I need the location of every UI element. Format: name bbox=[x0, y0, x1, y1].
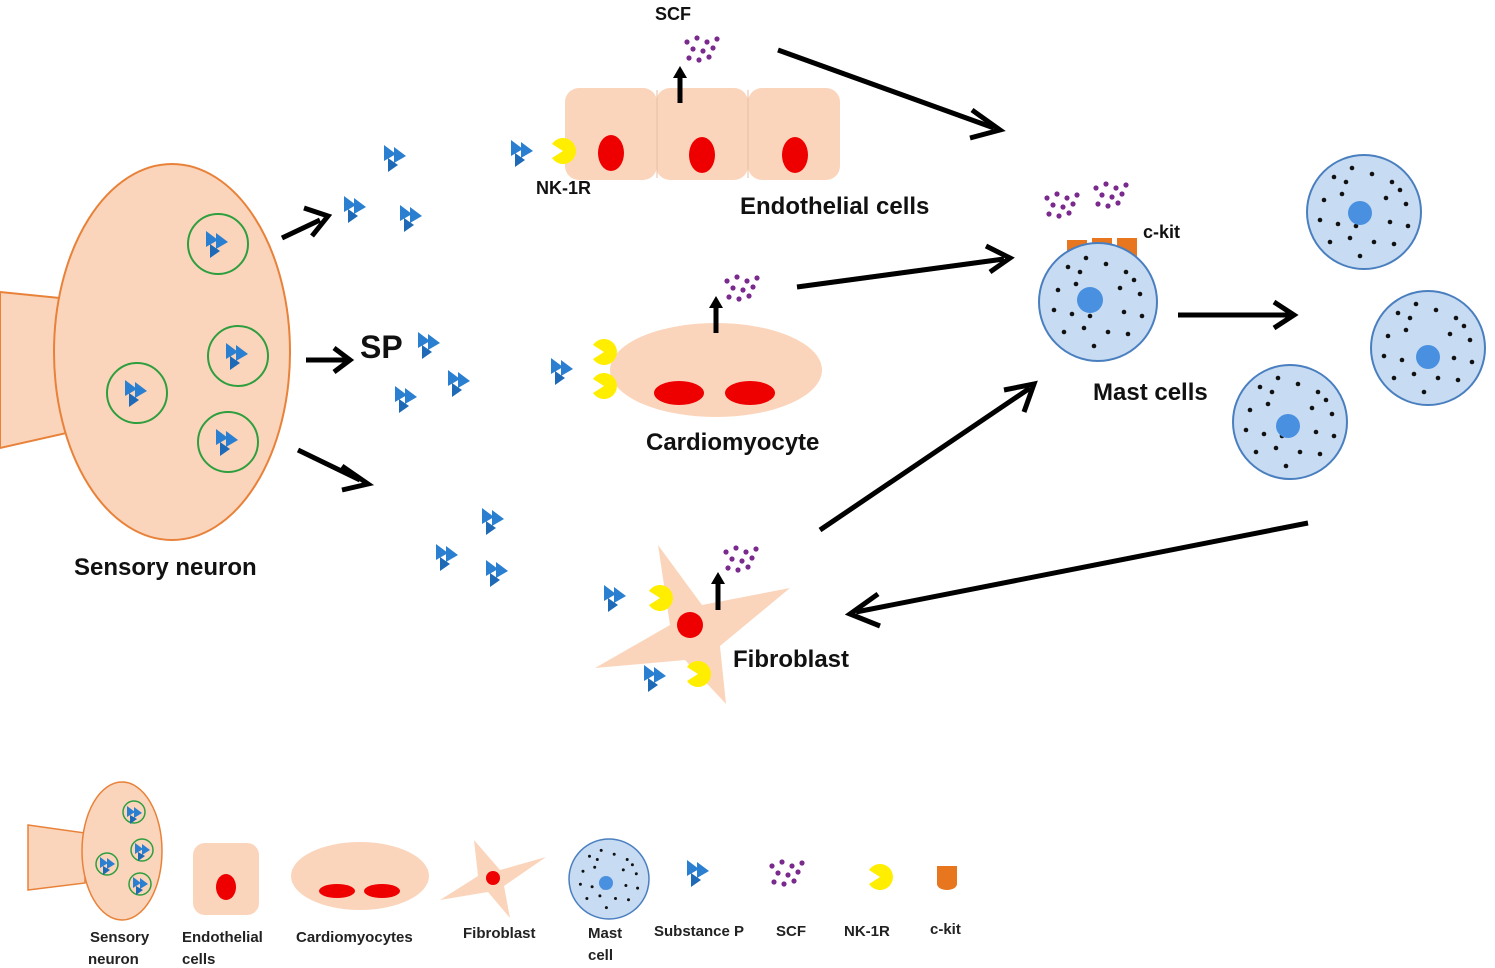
arrow-icon bbox=[1178, 299, 1299, 331]
arrow-icon bbox=[296, 447, 375, 493]
fibroblast-label: Fibroblast bbox=[733, 646, 849, 673]
legend-cardiomyocytes-label: Cardiomyocytes bbox=[296, 929, 413, 946]
mast-cell bbox=[1306, 154, 1422, 270]
substance-p-icon bbox=[344, 145, 508, 587]
vesicle bbox=[106, 362, 168, 424]
legend-mast-label-1: Mast bbox=[588, 925, 622, 942]
scf-icon bbox=[684, 35, 720, 63]
arrow-icon bbox=[673, 66, 687, 103]
mast-cell bbox=[1232, 364, 1348, 480]
scf-icon bbox=[724, 274, 760, 302]
arrow-icon bbox=[306, 346, 355, 374]
scf-icon bbox=[1044, 181, 1129, 219]
sensory-neuron-label: Sensory neuron bbox=[74, 554, 257, 581]
mast-cell bbox=[1038, 242, 1158, 362]
scf-icon bbox=[723, 545, 759, 573]
mast-cell bbox=[1370, 290, 1486, 406]
nk1r-label: NK-1R bbox=[536, 178, 591, 198]
legend-mast-label-2: cell bbox=[588, 947, 613, 964]
fibroblast bbox=[595, 545, 790, 704]
cardiomyocyte-label: Cardiomyocyte bbox=[646, 429, 819, 456]
legend-scf-label: SCF bbox=[776, 923, 806, 940]
sensory-neuron bbox=[0, 163, 291, 541]
legend-sensory-neuron-icon bbox=[27, 781, 163, 921]
legend-sensory-label-1: Sensory bbox=[90, 929, 150, 946]
legend-endothelial-icon bbox=[193, 843, 259, 915]
legend-substance-p-label: Substance P bbox=[654, 923, 744, 940]
legend-cardiomyocyte-icon bbox=[291, 842, 429, 910]
legend: Sensory neuron Endothelial cells Cardiom… bbox=[27, 781, 961, 968]
ckit-label: c-kit bbox=[1143, 222, 1180, 242]
substance-p-icon bbox=[511, 140, 533, 167]
endothelial-cells bbox=[565, 88, 840, 180]
scf-label: SCF bbox=[655, 4, 691, 24]
vesicle bbox=[187, 213, 249, 275]
arrow-icon bbox=[280, 205, 333, 241]
ckit-icon bbox=[937, 866, 957, 890]
substance-p-icon bbox=[687, 860, 709, 887]
legend-mast-cell-icon bbox=[568, 838, 650, 920]
sp-label: SP bbox=[360, 329, 403, 365]
endothelial-label: Endothelial cells bbox=[740, 193, 929, 220]
arrow-icon bbox=[711, 572, 725, 610]
legend-endothelial-label-2: cells bbox=[182, 951, 215, 968]
arrow-icon bbox=[709, 296, 723, 333]
cardiomyocyte bbox=[610, 323, 822, 417]
legend-nk1r-label: NK-1R bbox=[844, 923, 890, 940]
nk1r-icon bbox=[869, 863, 893, 890]
vesicle bbox=[207, 325, 269, 387]
substance-p-icon bbox=[551, 358, 573, 385]
legend-fibroblast-icon bbox=[440, 840, 546, 918]
arrow-icon bbox=[844, 520, 1309, 629]
legend-fibroblast-label: Fibroblast bbox=[463, 925, 536, 942]
legend-endothelial-label-1: Endothelial bbox=[182, 929, 263, 946]
legend-sensory-label-2: neuron bbox=[88, 951, 139, 968]
scf-icon bbox=[769, 859, 805, 887]
arrow-icon bbox=[777, 47, 1006, 141]
arrow-icon bbox=[796, 243, 1015, 290]
mast-cells-label: Mast cells bbox=[1093, 379, 1208, 406]
legend-ckit-label: c-kit bbox=[930, 921, 961, 938]
arrow-icon bbox=[818, 380, 1038, 533]
vesicle bbox=[197, 411, 259, 473]
